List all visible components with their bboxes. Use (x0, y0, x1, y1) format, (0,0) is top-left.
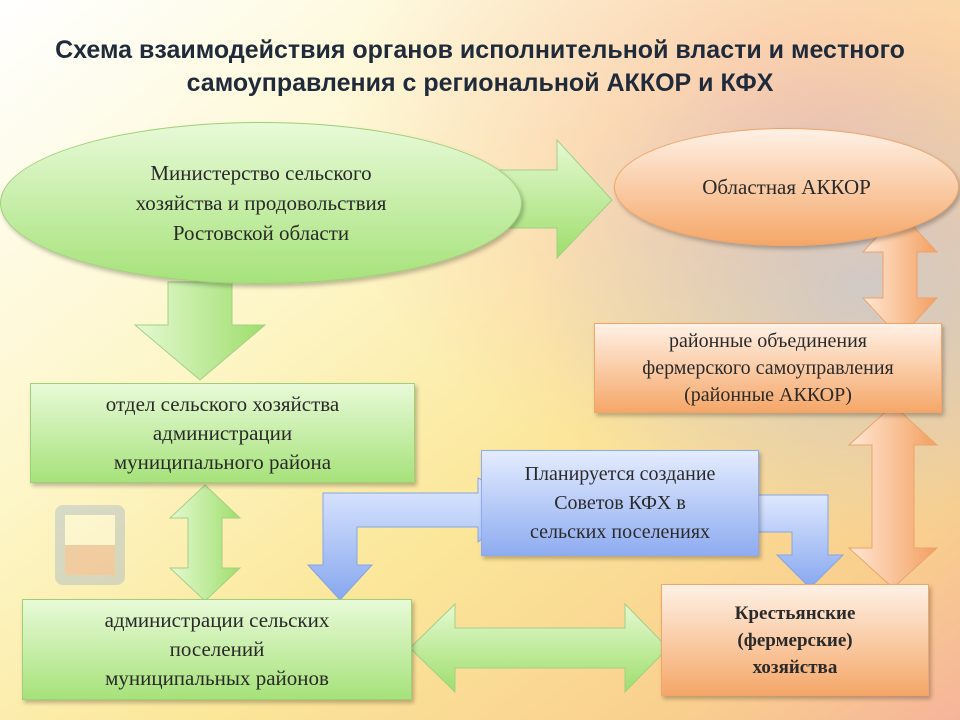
diagram-title: Схема взаимодействия органов исполнитель… (55, 36, 905, 97)
node-regional-akkor-label: Областная АККОР (702, 174, 871, 199)
node-agri-dept: отдел сельского хозяйства администрации … (30, 383, 415, 483)
node-agri-dept-label: отдел сельского хозяйства администрации … (105, 391, 340, 474)
node-regional-akkor: Областная АККОР (614, 128, 959, 246)
node-settlement-admins: администрации сельских поселений муницип… (22, 599, 412, 700)
arrow-agri-dept-settlements (168, 484, 242, 602)
node-district-akkor: районные объединения фермерского самоупр… (594, 323, 942, 413)
emblem-watermark (55, 505, 125, 585)
node-farms: Крестьянские (фермерские) хозяйства (661, 584, 929, 696)
node-councils-planned-label: Планируется создание Советов КФХ в сельс… (524, 462, 716, 543)
arrow-district-farms (847, 404, 939, 589)
node-councils-planned: Планируется создание Советов КФХ в сельс… (481, 450, 759, 556)
node-ministry-label: Министерство сельского хозяйства и продо… (135, 161, 387, 245)
node-ministry: Министерство сельского хозяйства и продо… (0, 122, 522, 284)
node-farms-label: Крестьянские (фермерские) хозяйства (734, 602, 856, 678)
node-settlement-admins-label: администрации сельских поселений муницип… (104, 608, 330, 690)
arrow-ministry-to-agri-dept (133, 281, 267, 381)
arrow-settlements-farms (409, 602, 669, 694)
arrow-ministry-to-akkor (499, 138, 613, 260)
node-district-akkor-label: районные объединения фермерского самоупр… (642, 329, 894, 406)
